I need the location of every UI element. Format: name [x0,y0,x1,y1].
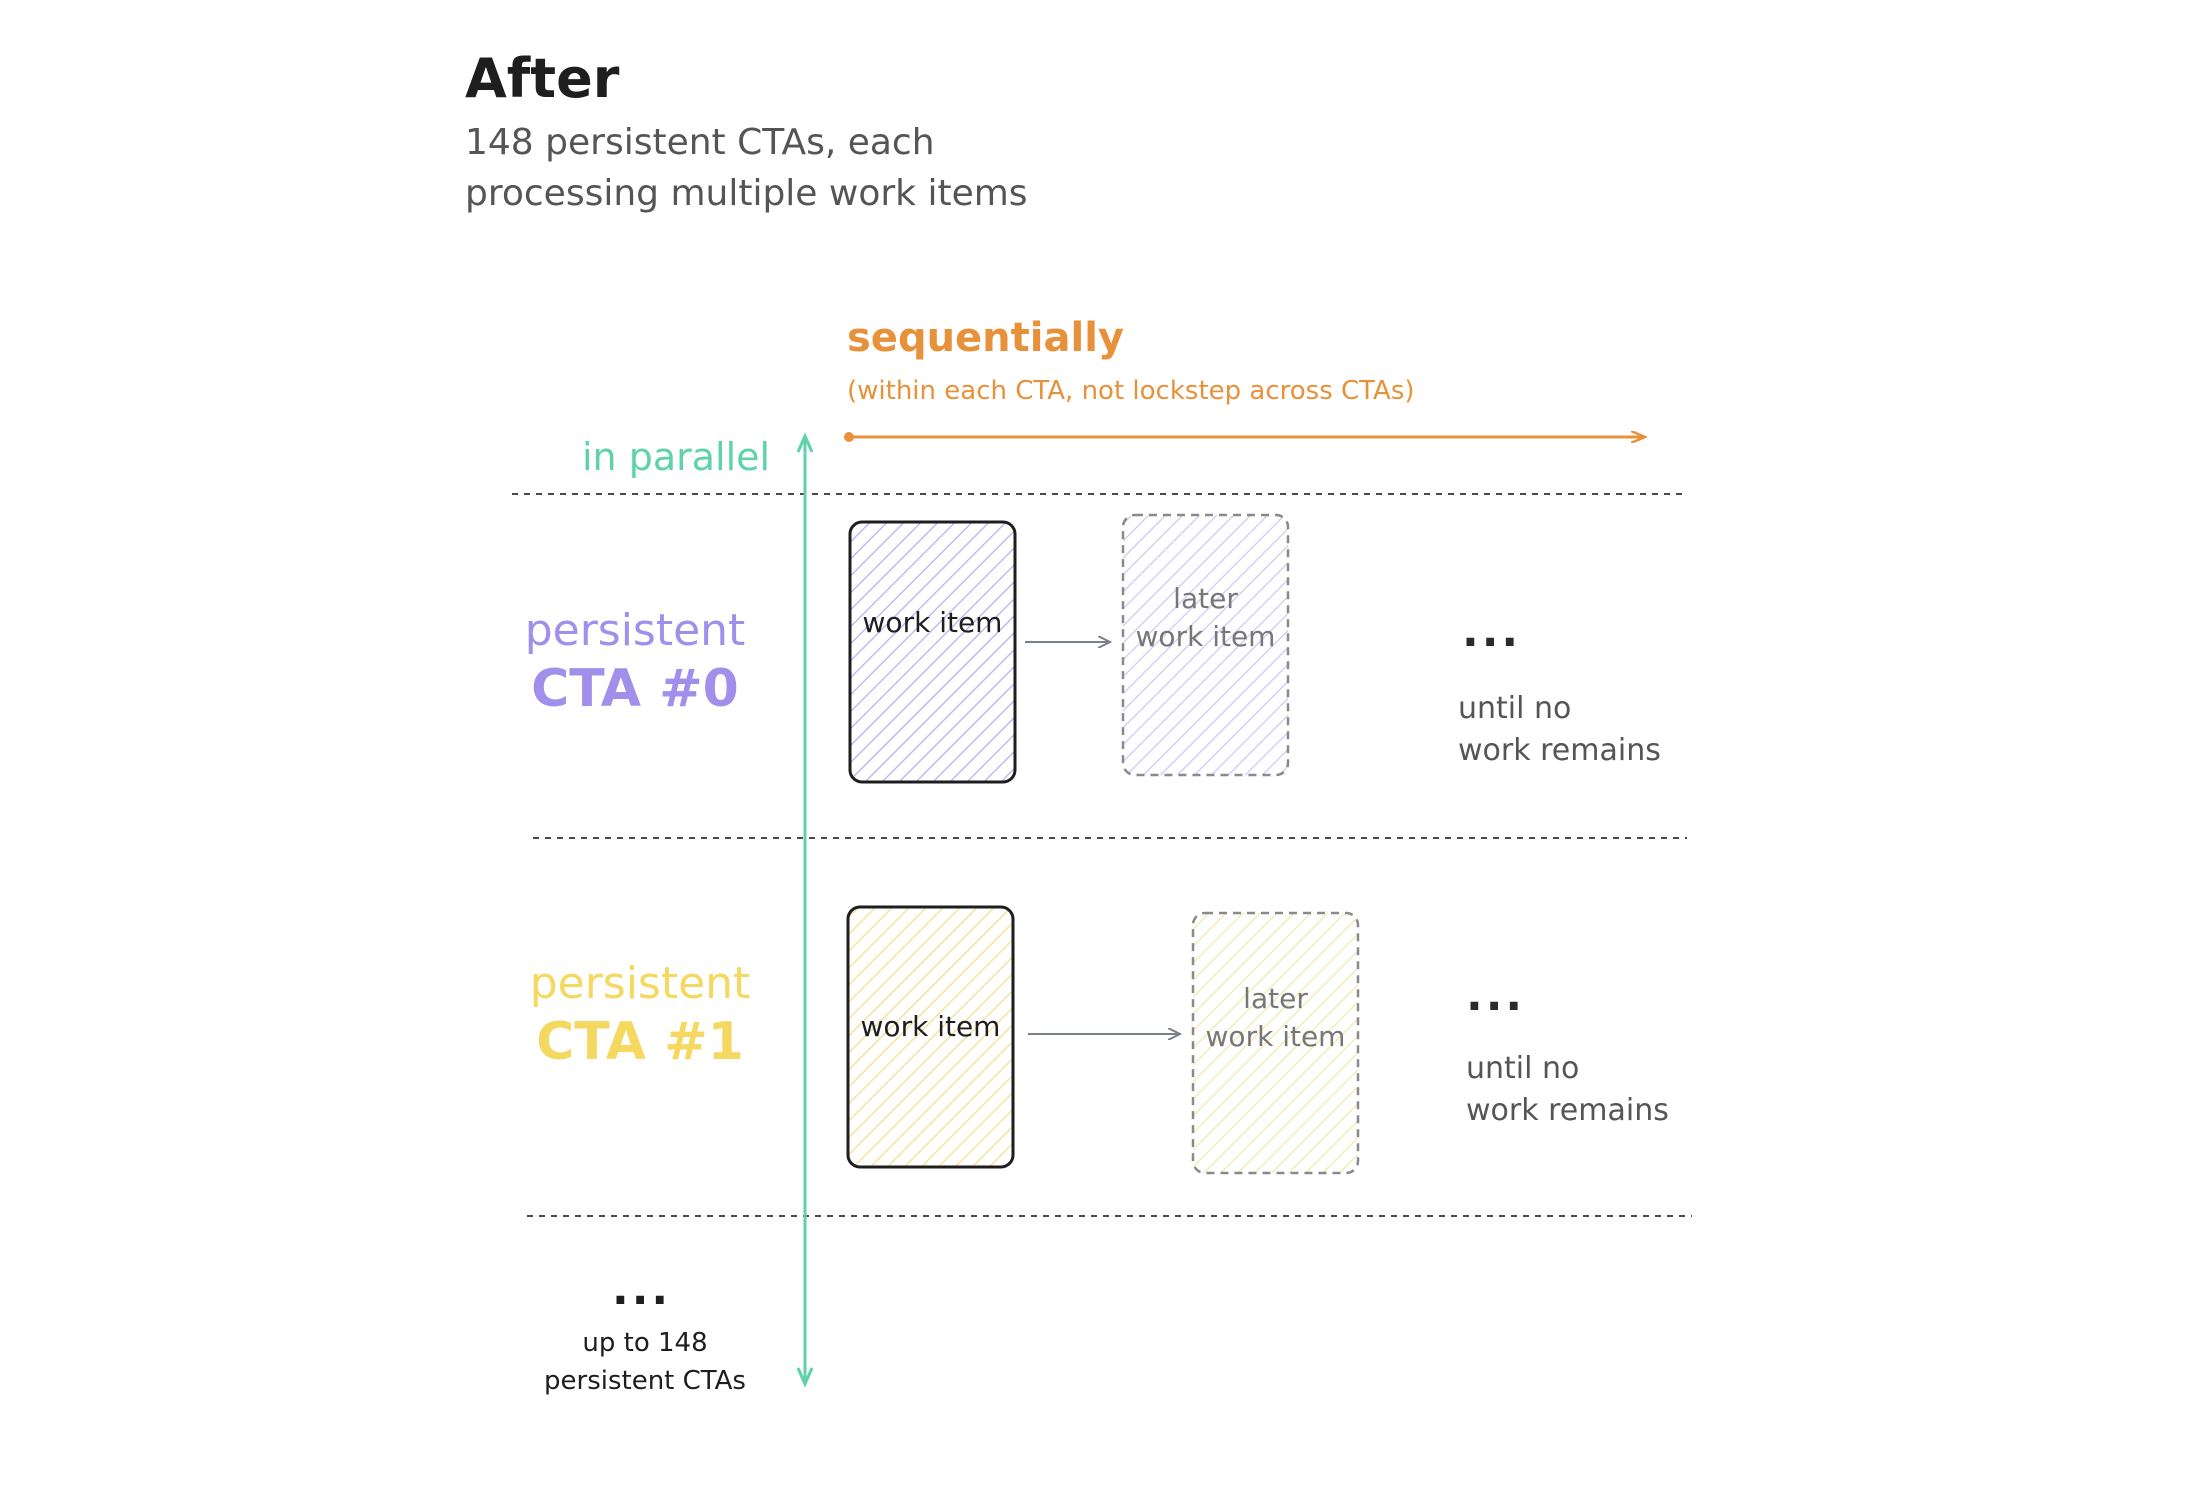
cta1-work-item-label: work item [860,1010,1001,1043]
cta0-until-text: until no work remains [1458,688,1661,772]
more-ctas-ellipsis: ... [612,1264,672,1315]
cta0-label: persistent CTA #0 [520,605,750,720]
more-ctas-label: up to 148 persistent CTAs [515,1325,775,1400]
cta1-label-line-2: CTA #1 [536,1011,744,1072]
diagram-subtitle-line-1: 148 persistent CTAs, each [465,122,935,163]
more-ctas-line-1: up to 148 [582,1328,708,1358]
cta1-until-text: until no work remains [1466,1048,1669,1132]
diagram-title: After [465,47,620,110]
cta0-later-item-line-1: later [1173,582,1238,615]
cta0-work-item-label: work item [862,606,1003,639]
parallel-axis-arrowhead-bottom [796,1367,814,1388]
cta0-later-item-box [1121,513,1290,777]
cta1-label-line-1: persistent [529,958,751,1009]
cta1-until-line-1: until no [1466,1051,1580,1086]
sequential-axis-note: (within each CTA, not lockstep across CT… [847,376,1415,406]
sequential-axis-label: sequentially [847,315,1124,361]
parallel-axis-label: in parallel [582,435,771,479]
cta0-label-line-1: persistent [524,605,746,656]
cta0-later-item-line-2: work item [1135,619,1276,653]
parallel-axis-arrowhead-top [796,432,814,453]
cta1-until-line-2: work remains [1466,1093,1669,1128]
cta1-label: persistent CTA #1 [525,958,755,1073]
cta0-later-item-label: later work item [1123,580,1288,656]
cta0-ellipsis: ... [1462,606,1522,657]
cta0-label-line-2: CTA #0 [531,658,739,719]
diagram-subtitle-line-2: processing multiple work items [465,173,1028,214]
cta0-until-line-1: until no [1458,691,1572,726]
cta1-ellipsis: ... [1466,970,1526,1021]
cta1-later-item-line-1: later [1243,982,1308,1015]
cta1-later-item-box [1191,911,1360,1175]
cta1-later-item-label: later work item [1193,980,1358,1056]
cta1-later-item-line-2: work item [1205,1019,1346,1053]
more-ctas-line-2: persistent CTAs [544,1365,746,1396]
cta0-until-line-2: work remains [1458,733,1661,768]
cta0-work-item-box [848,520,1017,784]
cta1-work-item-box [846,905,1015,1169]
